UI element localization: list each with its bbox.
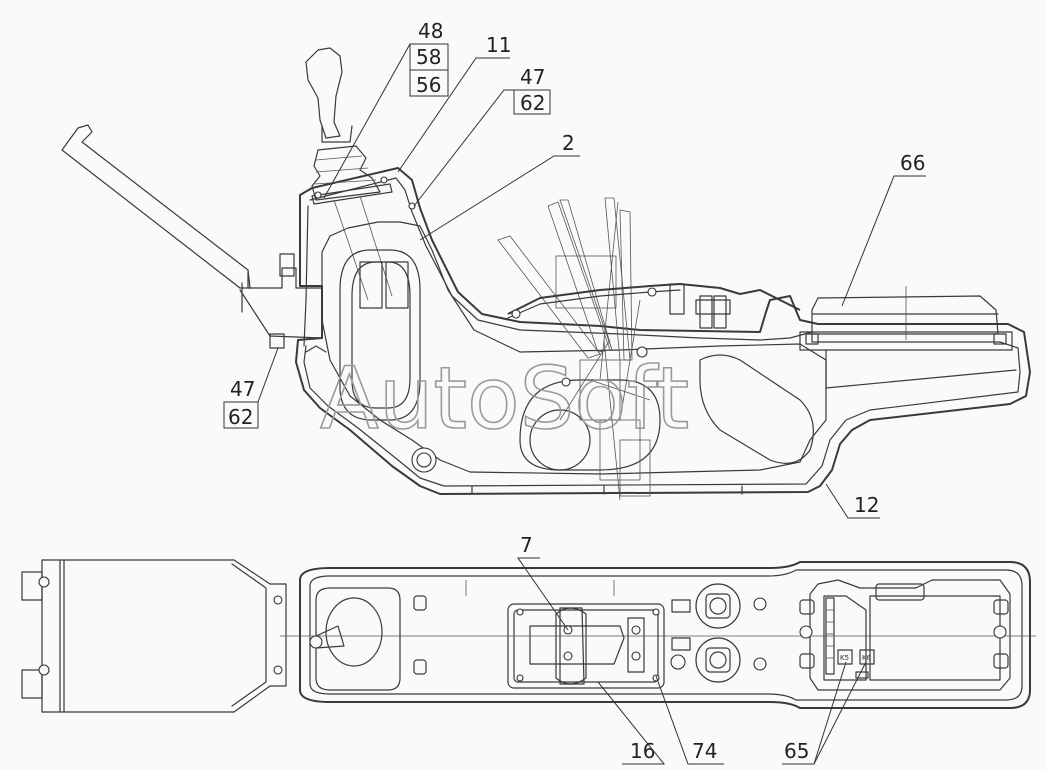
callout-58: 58 (416, 45, 441, 69)
joystick-boot (311, 145, 381, 201)
callout-66: 66 (900, 151, 925, 175)
callout-2: 2 (562, 131, 575, 155)
callout-16: 16 (630, 739, 655, 763)
armrest-arm-lower (239, 289, 323, 339)
bolt-top (669, 283, 685, 315)
right-cover (799, 286, 1017, 389)
slot-left (339, 249, 421, 421)
callout-47-left: 47 (230, 377, 255, 401)
left-bracket (247, 267, 323, 289)
label-k6: K6 (862, 654, 872, 662)
callout-11: 11 (486, 33, 511, 57)
top-panel (507, 283, 801, 315)
joystick-opening (315, 587, 401, 691)
plate-16 (507, 603, 665, 689)
callout-74: 74 (692, 739, 717, 763)
fuse-box: K5 K6 (799, 579, 1011, 691)
label-k5: K5 (840, 654, 849, 662)
joystick-grip (321, 125, 353, 143)
callout-47-top: 47 (520, 65, 545, 89)
callout-62-left: 62 (228, 405, 253, 429)
console-plate (299, 561, 1031, 709)
callout-7: 7 (520, 533, 533, 557)
side-view (61, 47, 1031, 501)
callout-48: 48 (418, 19, 443, 43)
connector-k6 (859, 649, 875, 665)
lever-positions (497, 197, 651, 501)
housing-outer (295, 167, 1031, 495)
armrest-plate (41, 559, 287, 713)
armrest-arm (61, 124, 251, 289)
callout-12: 12 (854, 493, 879, 517)
callout-56: 56 (416, 73, 441, 97)
round-switches (695, 583, 767, 683)
callouts: 48 58 56 11 47 62 2 66 47 62 12 7 16 (223, 19, 926, 765)
watermark: AutoSoft (320, 349, 689, 449)
plan-view: K5 K6 (21, 559, 1036, 713)
callout-65: 65 (784, 739, 809, 763)
joystick-handle (305, 47, 343, 139)
callout-62-top: 62 (520, 91, 545, 115)
